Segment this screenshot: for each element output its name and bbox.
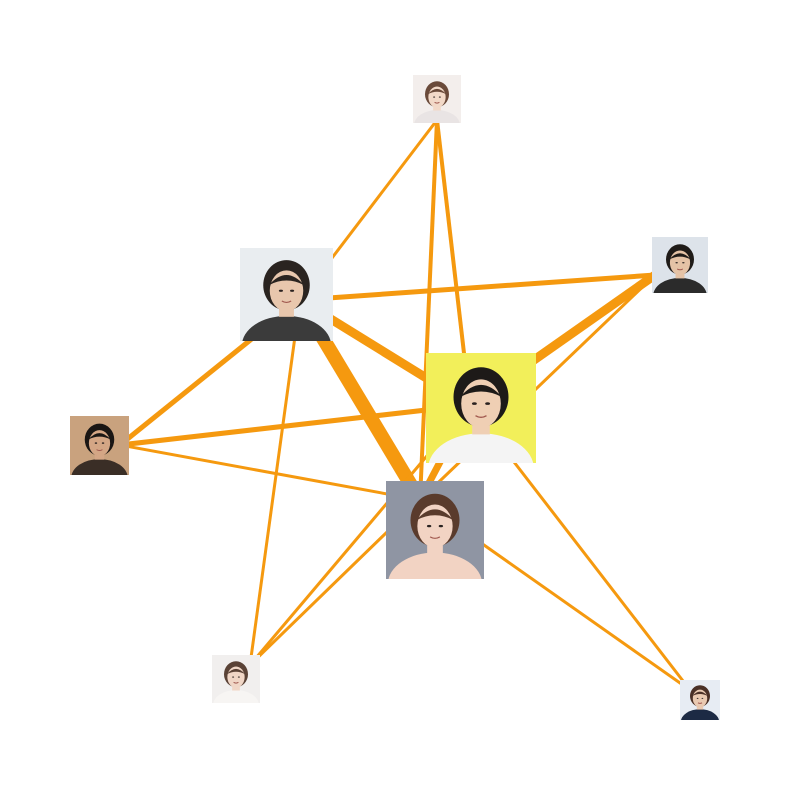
node-actor-a[interactable]: [240, 248, 333, 375]
portrait-eye: [438, 96, 441, 98]
portrait-man-short-hair-icon: [652, 237, 708, 293]
portrait-shoulders: [414, 110, 460, 123]
portrait-shoulders: [388, 552, 482, 579]
node-actor-b[interactable]: [426, 353, 536, 504]
portrait-mouth: [429, 536, 441, 539]
portrait-eye: [682, 262, 685, 264]
portrait-eye: [237, 676, 240, 678]
portrait-eye: [675, 262, 678, 264]
portrait-eye: [485, 402, 491, 405]
portrait-eye: [232, 676, 235, 678]
node-actress-c[interactable]: [212, 655, 260, 721]
portrait-shoulders: [681, 709, 719, 720]
node-actor-d[interactable]: [70, 416, 129, 497]
edge-layer: [118, 119, 692, 692]
portrait-mouth: [281, 300, 292, 303]
portrait-shoulders: [242, 315, 331, 341]
portrait-mouth: [475, 415, 487, 419]
edge-actor-d-actor-b: [119, 402, 471, 448]
portrait-eye: [94, 442, 98, 444]
portrait-woman-microphone-icon: [680, 680, 720, 720]
portrait-fringe: [427, 88, 447, 95]
portrait-shoulders: [213, 690, 259, 703]
portrait-man-yellow-background-icon: [426, 353, 536, 463]
portrait-mouth: [697, 702, 703, 704]
portrait-mouth: [434, 101, 440, 104]
portrait-woman-white-top-icon: [212, 655, 260, 703]
node-layer: [70, 75, 720, 735]
portrait-eye: [438, 524, 444, 528]
portrait-fringe: [692, 691, 708, 696]
portrait-man-beard-icon: [70, 416, 129, 475]
node-actress-b[interactable]: [413, 75, 461, 141]
portrait-eye: [278, 289, 283, 292]
portrait-shoulders: [653, 277, 707, 293]
portrait-eye: [426, 524, 432, 528]
portrait-man-dark-hair-icon: [240, 248, 333, 341]
edge-actor-d-actress-a: [119, 443, 421, 502]
portrait-eye: [701, 697, 704, 699]
portrait-fringe: [226, 668, 246, 675]
edge-actress-b-actress-a: [418, 119, 439, 501]
portrait-eye: [471, 402, 477, 405]
portrait-fringe: [416, 509, 454, 521]
node-actor-c[interactable]: [652, 237, 708, 314]
edge-actress-c-actor-a: [248, 299, 302, 666]
portrait-mouth: [676, 268, 684, 271]
portrait-shoulders: [71, 459, 128, 475]
portrait-fringe: [460, 384, 502, 397]
portrait-fringe: [88, 433, 111, 440]
portrait-eye: [696, 697, 699, 699]
portrait-mouth: [96, 449, 103, 452]
portrait-eye: [101, 442, 105, 444]
portrait-mouth: [233, 681, 239, 684]
portrait-fringe: [669, 253, 691, 260]
portrait-eye: [290, 289, 295, 292]
portrait-shoulders: [428, 433, 534, 463]
edge-actor-a-actor-c: [299, 272, 656, 303]
portrait-fringe: [268, 274, 305, 286]
portrait-woman-smiling-icon: [386, 481, 484, 579]
node-actress-d[interactable]: [680, 680, 720, 735]
portrait-eye: [433, 96, 436, 98]
node-actress-a[interactable]: [386, 481, 484, 615]
portrait-woman-light-hair-icon: [413, 75, 461, 123]
